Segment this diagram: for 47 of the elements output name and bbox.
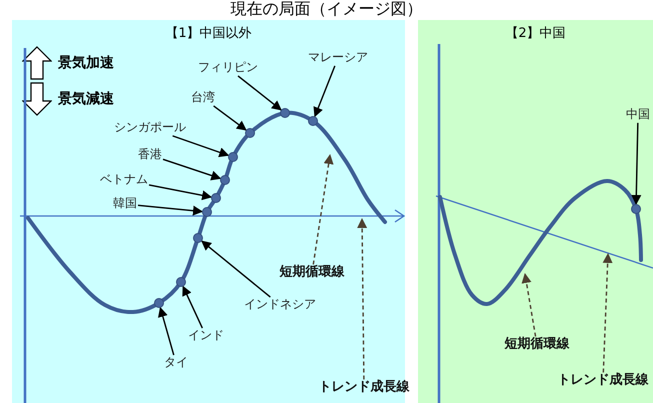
leader-arrow [172, 135, 230, 158]
data-point-marker [228, 152, 238, 162]
leader-arrow [148, 184, 212, 200]
data-point-marker [154, 298, 164, 308]
leader-arrow [631, 122, 642, 205]
country-label: 台湾 [191, 91, 215, 105]
curve-label: トレンド成長線 [318, 380, 410, 396]
leader-arrow [138, 204, 204, 216]
curve-label: 短期循環線 [280, 266, 344, 280]
chart-panel [418, 20, 653, 403]
leader-arrow [182, 286, 203, 328]
country-label: 韓国 [113, 197, 137, 211]
country-label: インドネシア [244, 298, 316, 312]
data-point-marker [211, 193, 221, 203]
leader-arrow [238, 75, 282, 111]
dashed-arrow [522, 273, 536, 337]
panel-heading: 【2】中国 [504, 25, 567, 42]
curve-label: 短期循環線 [504, 338, 570, 352]
data-point-marker [202, 207, 212, 217]
legend-label: 景気減速 [58, 90, 114, 108]
country-label: 香港 [138, 148, 162, 162]
country-label: マレーシア [308, 51, 368, 65]
leader-arrow [158, 306, 174, 356]
country-label: タイ [164, 356, 188, 370]
country-label: インド [188, 329, 224, 343]
data-point-marker [245, 128, 255, 138]
country-label: フィリピン [198, 61, 258, 75]
data-point-marker [193, 233, 203, 243]
dashed-arrow [357, 218, 368, 380]
data-point-marker [220, 175, 230, 185]
data-point-marker [280, 108, 290, 118]
diagram-title: 現在の局面（イメージ図） [230, 0, 424, 18]
data-point-marker [176, 277, 186, 287]
country-label: シンガポール [114, 121, 186, 135]
data-point-marker [631, 204, 641, 214]
leader-arrow [201, 240, 271, 298]
dashed-arrow [602, 253, 613, 373]
panel-heading: 【1】中国以外 [164, 25, 253, 42]
leader-arrow [213, 105, 247, 131]
curve-label: トレンド成長線 [558, 374, 648, 388]
leader-arrow [162, 158, 222, 180]
dashed-arrow [312, 154, 334, 265]
country-label: ベトナム [100, 173, 148, 187]
country-label: 中国 [626, 108, 650, 122]
legend-label: 景気加速 [58, 54, 114, 72]
leader-arrow [314, 66, 336, 118]
data-point-marker [308, 116, 318, 126]
